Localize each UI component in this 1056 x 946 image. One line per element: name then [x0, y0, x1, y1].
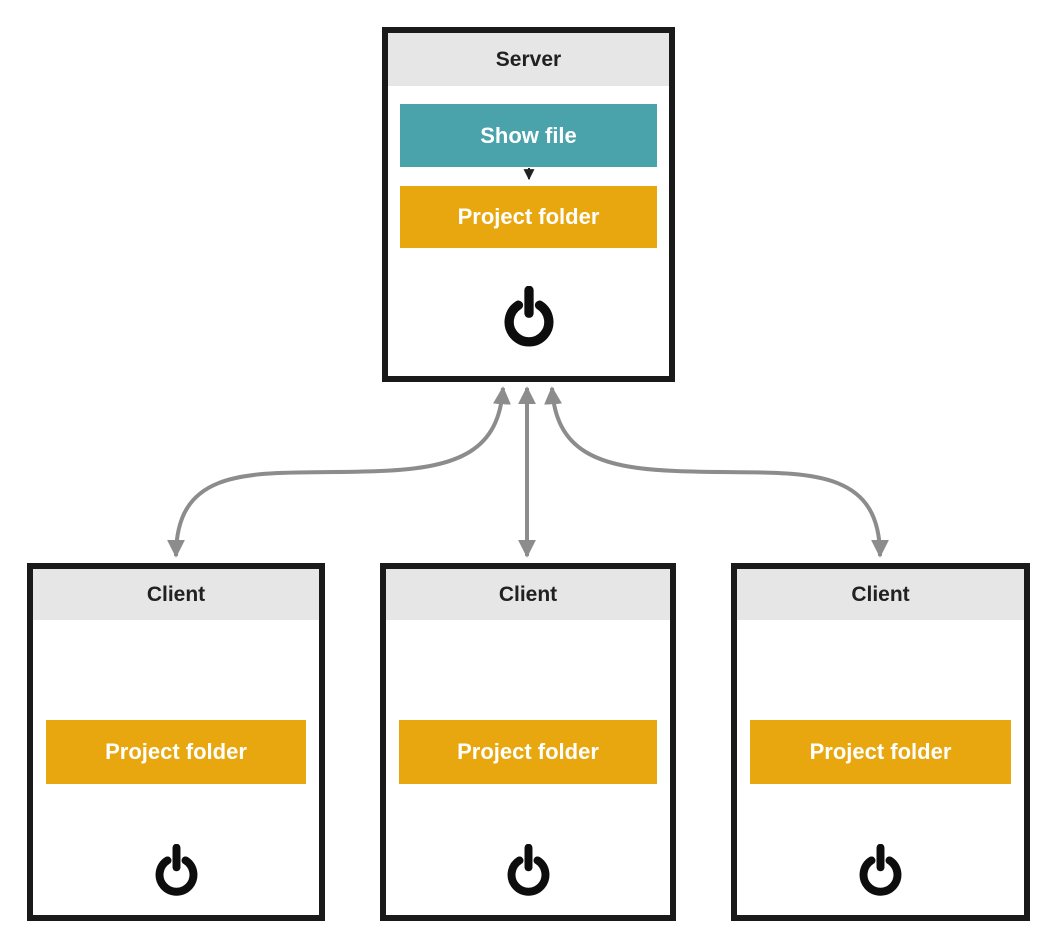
client-node-1: Client Project folder	[27, 563, 325, 921]
client3-power-icon	[737, 844, 1024, 897]
client1-power-icon	[33, 844, 319, 897]
client3-project-folder-button: Project folder	[750, 720, 1011, 784]
server-node: Server Show file Project folder	[382, 27, 675, 382]
server-client3-connector-arrow	[544, 386, 889, 558]
client-node-2: Client Project folder	[380, 563, 676, 921]
show-file-to-project-folder-arrow	[388, 167, 669, 186]
server-node-title: Server	[388, 33, 669, 86]
server-power-icon	[388, 286, 669, 348]
server-project-folder-button: Project folder	[400, 186, 657, 248]
client1-project-folder-button: Project folder	[46, 720, 306, 784]
show-file-button: Show file	[400, 104, 657, 167]
client-node-title: Client	[386, 569, 670, 620]
client2-project-folder-button: Project folder	[399, 720, 657, 784]
server-client1-connector-arrow	[167, 386, 511, 558]
client-node-title: Client	[737, 569, 1024, 620]
client-node-title: Client	[33, 569, 319, 620]
client-node-3: Client Project folder	[731, 563, 1030, 921]
client2-power-icon	[386, 844, 670, 897]
